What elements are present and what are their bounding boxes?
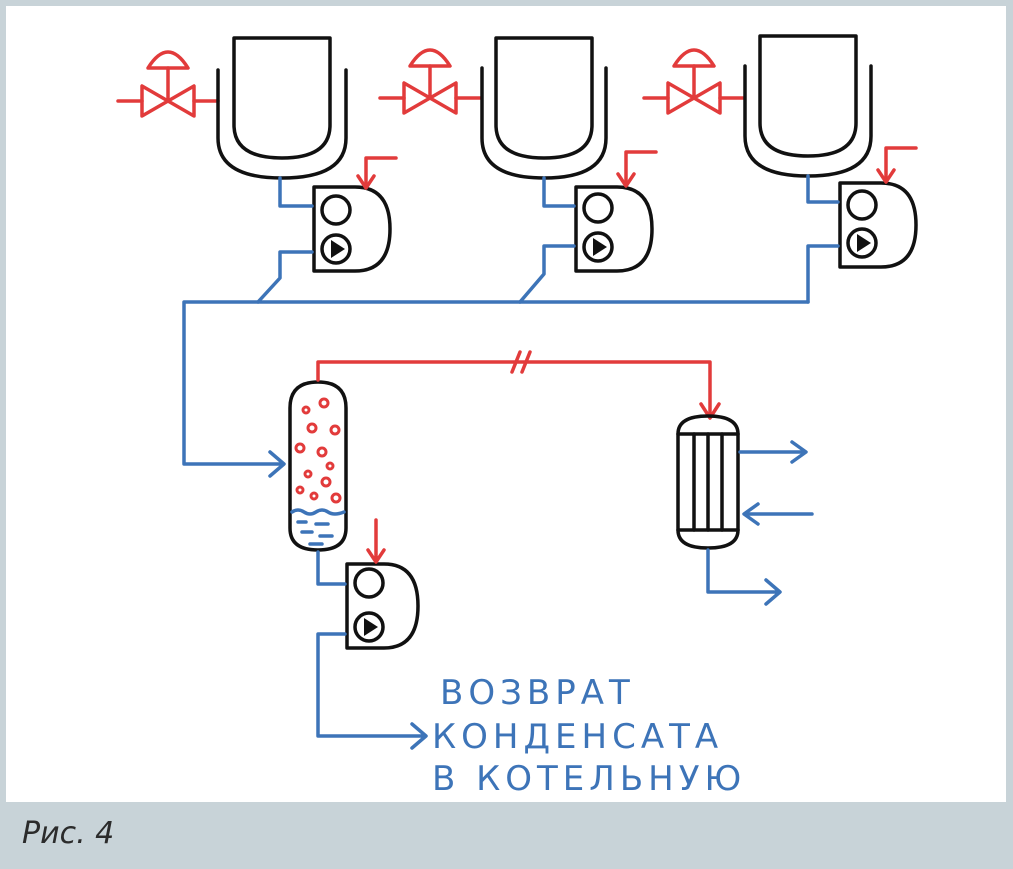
heat-exchanger — [676, 414, 814, 606]
pump-4 — [345, 562, 420, 650]
return-condensate-note: ВОЗВРАТ КОНДЕНСАТА В КОТЕЛЬНУЮ — [432, 673, 746, 799]
pump-2 — [574, 185, 654, 273]
jacketed-vessel-3 — [743, 34, 873, 178]
flash-separator — [288, 380, 348, 552]
jacketed-vessel-1 — [216, 36, 348, 180]
valve-2 — [378, 48, 482, 115]
caption-bar: Рис. 4 — [0, 802, 1013, 869]
note-line-3: В КОТЕЛЬНУЮ — [432, 759, 746, 799]
valve-1 — [116, 50, 220, 118]
note-line-1: ВОЗВРАТ — [440, 673, 635, 713]
pump-3 — [838, 181, 918, 269]
figure-caption: Рис. 4 — [22, 816, 115, 851]
pump-1 — [312, 185, 392, 273]
valve-3 — [642, 48, 746, 115]
jacketed-vessel-2 — [480, 36, 608, 180]
note-line-2: КОНДЕНСАТА — [432, 717, 723, 757]
condensate-piping — [182, 174, 840, 478]
diagram-canvas — [6, 6, 1006, 802]
